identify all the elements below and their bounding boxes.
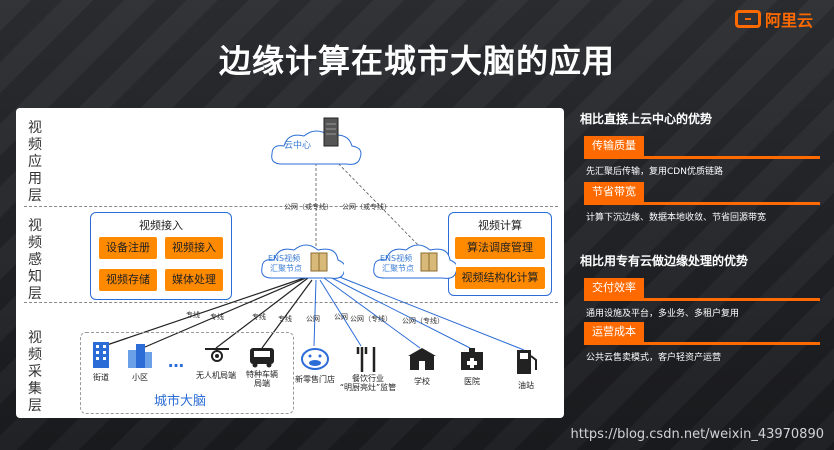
link-label-public-left: 公网（或专线） <box>284 203 333 211</box>
line-hospital <box>327 275 471 349</box>
ens-node-right-label-1: ENS视频 <box>380 254 413 263</box>
line-community <box>137 277 307 351</box>
device-label-gas: 油站 <box>518 381 534 390</box>
aliyun-logo-icon <box>735 10 761 28</box>
device-label-retail: 新零售门店 <box>295 375 335 384</box>
link-label-zx3: 专线 <box>252 313 266 321</box>
line-drone <box>215 277 309 349</box>
link-label-gw3: 公网（专线） <box>350 315 392 323</box>
link-label-zx4: 专线 <box>278 315 292 323</box>
video-compute-box: 视频计算 算法调度管理 视频结构化计算 <box>448 212 552 296</box>
ens-node-left-label-1: ENS视频 <box>268 254 301 263</box>
video-storage-button[interactable]: 视频存储 <box>99 269 157 291</box>
ens-node-right-label-2: 汇聚节点 <box>382 264 414 273</box>
ens-node-left-label-2: 汇聚节点 <box>270 264 302 273</box>
hospital-icon <box>461 348 483 370</box>
link-label-zx2: 专线 <box>210 313 224 321</box>
layer-label-perception: 视频感知层 <box>28 218 42 302</box>
line-vehicle <box>261 279 313 349</box>
line-gas <box>331 273 525 351</box>
layer-label-collection: 视频采集层 <box>28 330 42 414</box>
link-label-gw2: 公网 <box>334 313 348 321</box>
layer-divider-bottom <box>24 302 558 303</box>
video-access-title: 视频接入 <box>139 219 183 232</box>
building-icon <box>93 342 109 368</box>
drone-icon <box>205 348 229 362</box>
logo-text: 阿里云 <box>765 11 814 30</box>
ellipsis-icon: … <box>168 352 184 371</box>
line-street <box>97 277 305 349</box>
desc-delivery: 通用设施及平台，多业务、多租户复用 <box>586 309 740 319</box>
badge-transmission: 传输质量 <box>584 136 644 156</box>
cutlery-icon <box>356 347 376 372</box>
section1-title: 相比直接上云中心的优势 <box>580 112 713 126</box>
badge-bandwidth: 节省带宽 <box>584 182 644 202</box>
box-icon <box>310 252 328 272</box>
server-icon <box>323 117 339 147</box>
hippo-icon <box>301 348 329 370</box>
link-label-zx1: 专线 <box>186 311 200 319</box>
badge-delivery: 交付效率 <box>584 278 644 298</box>
link-label-public-right: 公网（或专线） <box>342 203 391 211</box>
cloud-center-label: 云中心 <box>284 141 312 151</box>
city-brain-box <box>80 332 294 414</box>
device-register-button[interactable]: 设备注册 <box>99 237 157 259</box>
desc-transmission: 先汇聚后传输，复用CDN优质链路 <box>586 167 723 177</box>
section2-title: 相比用专有云做边缘处理的优势 <box>580 254 749 268</box>
desc-bandwidth: 计算下沉边缘、数据本地收敛、节省回源带宽 <box>586 213 767 223</box>
device-label-vehicle: 特种车辆 局端 <box>246 370 278 388</box>
layer-divider-top <box>24 206 558 207</box>
link-label-gw1: 公网 <box>306 315 320 323</box>
apartment-icon <box>128 344 152 368</box>
line-retail <box>313 279 317 347</box>
line-catering <box>319 279 362 347</box>
line-cloud-right-node <box>327 152 422 249</box>
line-school <box>323 277 421 349</box>
page-title: 边缘计算在城市大脑的应用 <box>218 42 615 80</box>
school-icon <box>408 348 436 370</box>
vehicle-icon <box>250 348 274 368</box>
box-icon <box>420 252 438 272</box>
desc-operating: 公共云售卖模式，客户轻资产运营 <box>586 353 722 363</box>
cloud-center-shape <box>271 130 362 165</box>
device-label-school: 学校 <box>414 377 430 386</box>
algorithm-scheduling-button[interactable]: 算法调度管理 <box>455 237 545 259</box>
watermark-url: https://blog.csdn.net/weixin_43970890 <box>570 427 824 442</box>
device-label-drone: 无人机局端 <box>196 371 236 380</box>
device-label-street: 街道 <box>93 373 109 382</box>
badge-operating: 运营成本 <box>584 322 644 342</box>
city-brain-label: 城市大脑 <box>154 394 207 409</box>
badge-bar-bandwidth <box>584 202 820 205</box>
device-label-hospital: 医院 <box>464 377 480 386</box>
connection-lines <box>97 152 525 351</box>
layer-label-app: 视频应用层 <box>28 120 42 204</box>
badge-bar-operating <box>584 342 820 345</box>
video-access-button[interactable]: 视频接入 <box>165 237 223 259</box>
device-label-community: 小区 <box>132 373 148 382</box>
badge-bar-delivery <box>584 298 820 301</box>
device-label-catering: 餐饮行业 “明厨亮灶”监管 <box>339 374 397 392</box>
aliyun-logo: 阿里云 <box>735 8 813 30</box>
video-access-box: 视频接入 设备注册 视频接入 视频存储 媒体处理 <box>90 212 232 300</box>
video-structuring-button[interactable]: 视频结构化计算 <box>455 267 545 289</box>
media-processing-button[interactable]: 媒体处理 <box>165 269 223 291</box>
badge-bar-transmission <box>584 156 820 159</box>
link-label-gw4: 公网（专线） <box>402 317 444 325</box>
diagram-panel: 视频应用层 视频感知层 视频采集层 云中心 <box>16 108 564 418</box>
gas-station-icon <box>517 350 537 374</box>
video-compute-title: 视频计算 <box>478 219 522 232</box>
